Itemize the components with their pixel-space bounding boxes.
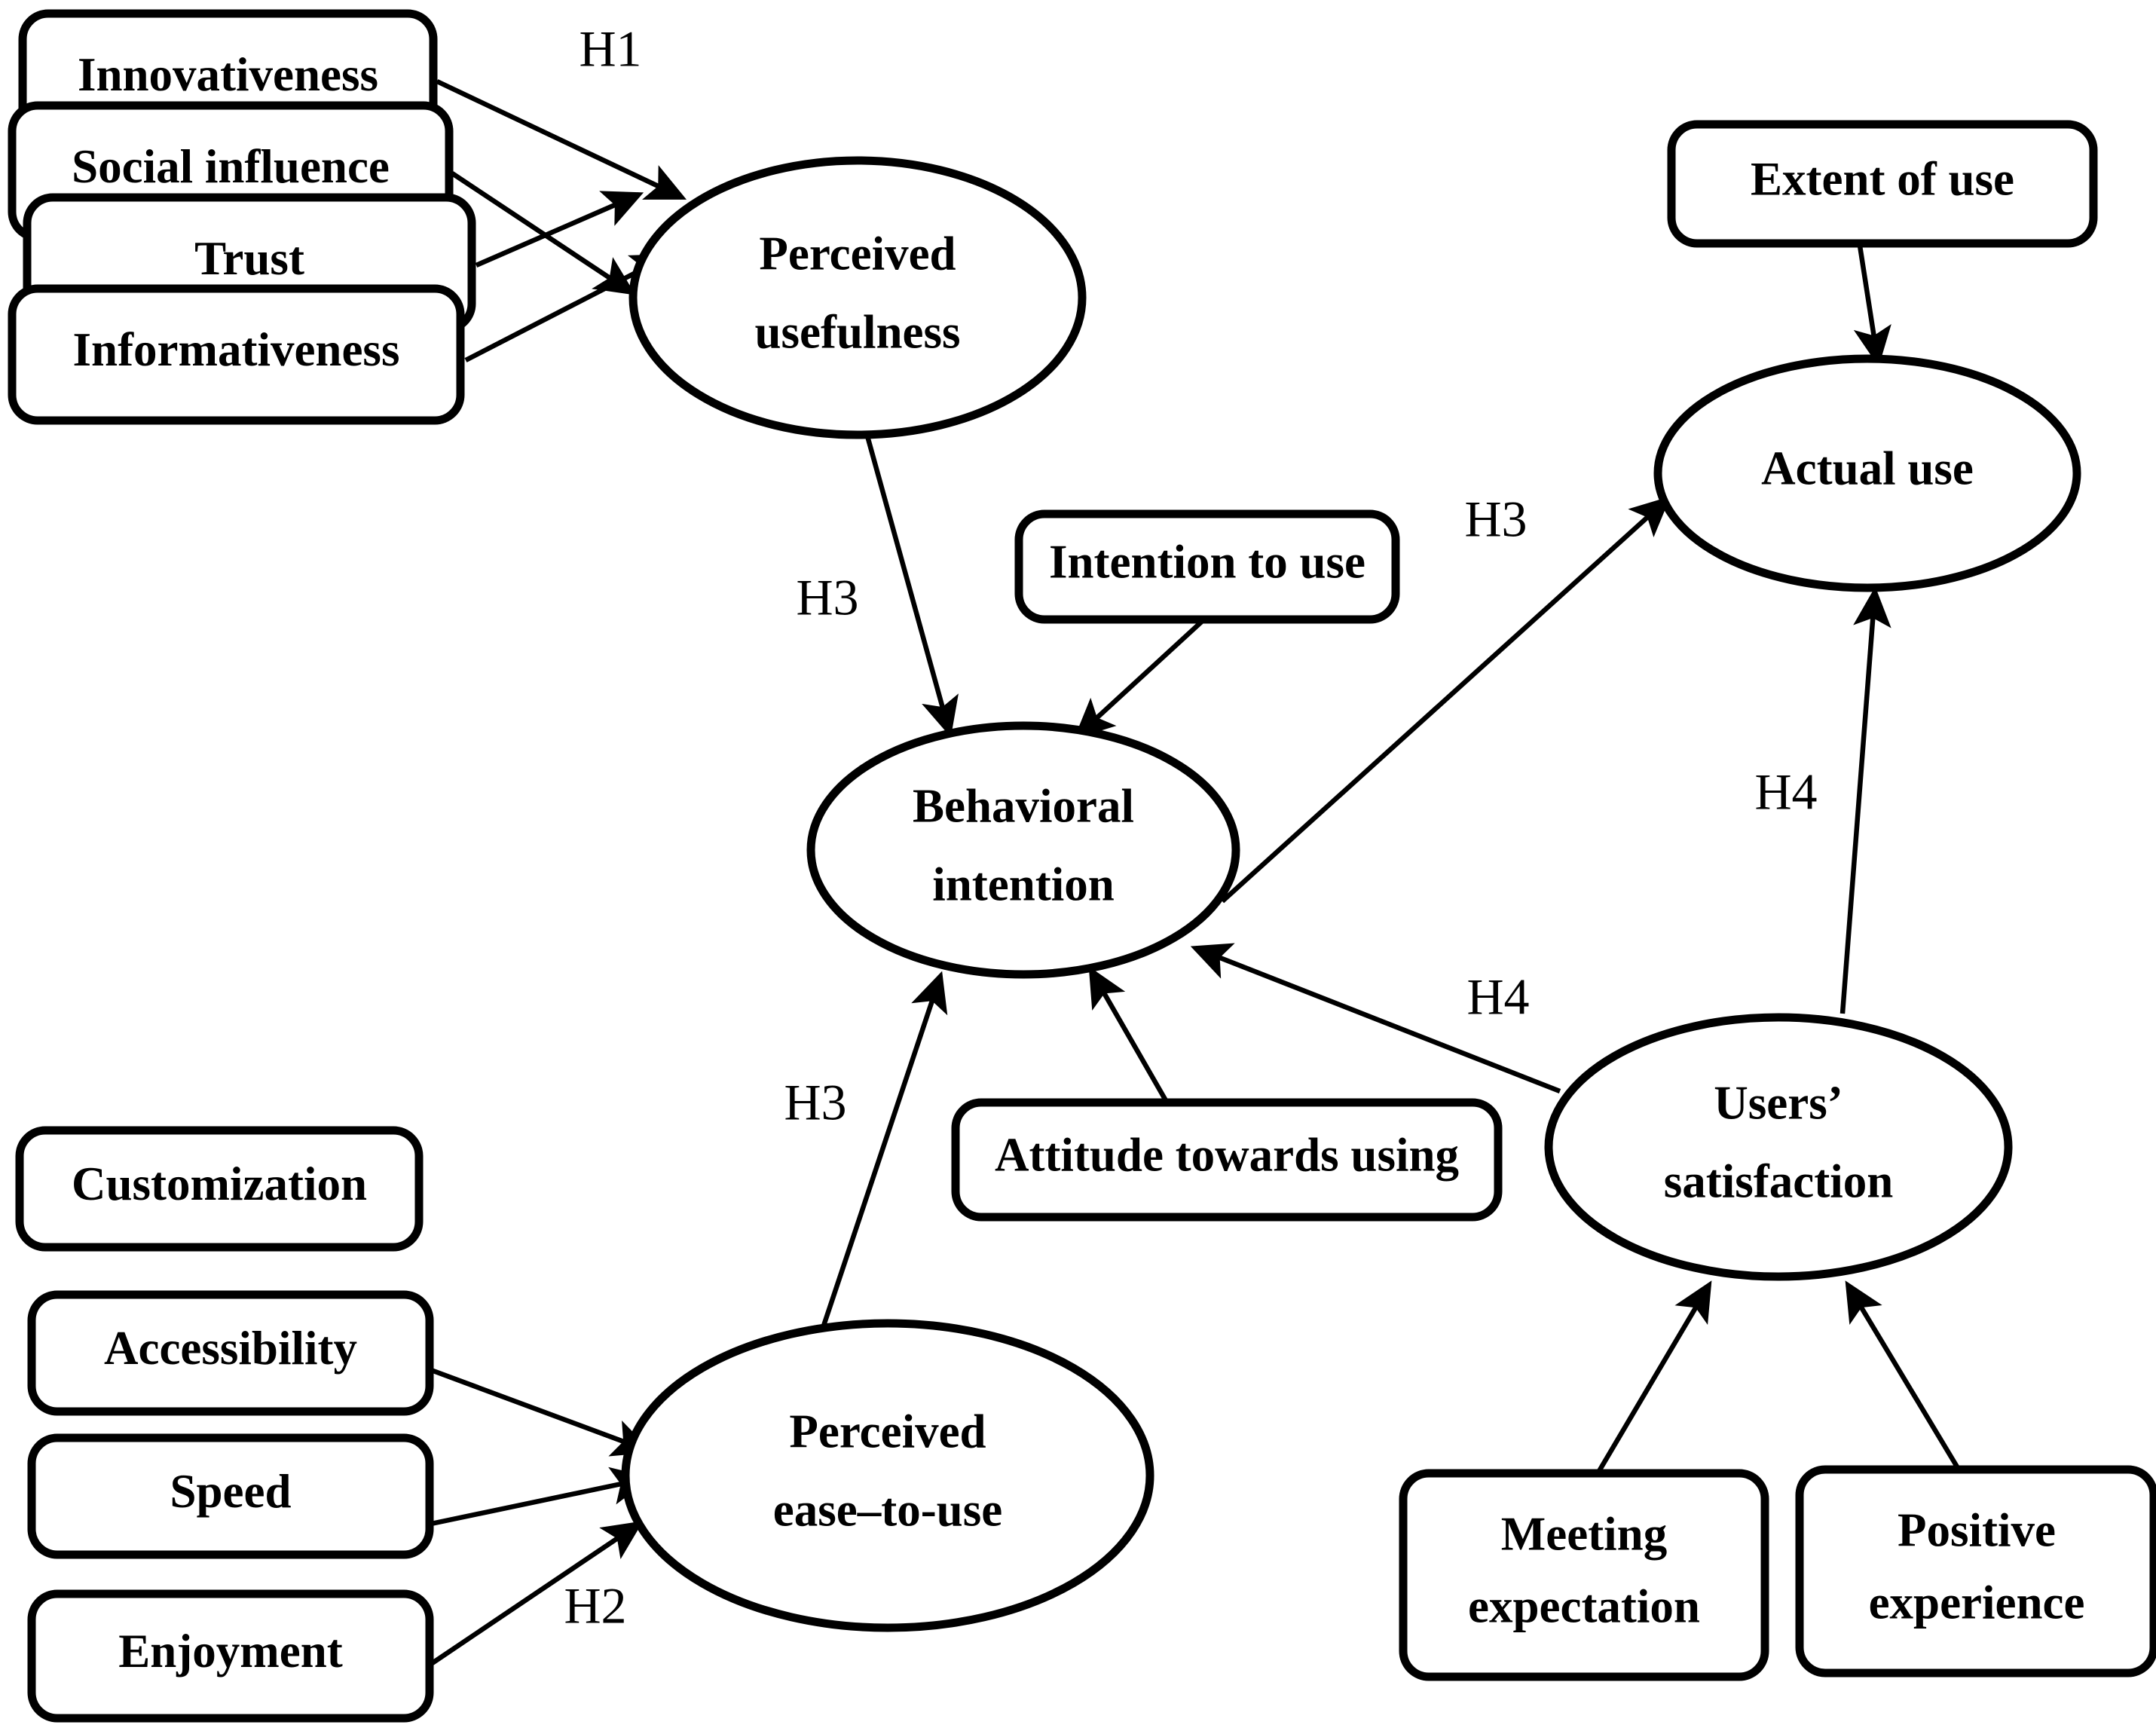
arrow-icon [1088,966,1169,1103]
ellipse-label-perceived-ease-to-use: ease–to-use [773,1483,1002,1536]
edge-accessibility-to-perceived-ease-to-use [430,1367,653,1457]
hypothesis-label-h3-ease-to-bi: H3 [784,1074,846,1131]
edge-meeting-expectation-to-users-satisfaction [1597,1280,1712,1473]
arrow-icon [1074,616,1208,739]
box-label-attitude: Attitude towards using [995,1128,1459,1181]
box-label-accessibility: Accessibility [104,1322,357,1375]
box-shape-meeting-expectation [1399,1469,1769,1681]
arrow-icon [818,971,948,1334]
ellipse-shape-behavioral-intention [806,721,1240,979]
box-label-innovativeness: Innovativeness [78,48,378,101]
ellipse-label-perceived-usefulness: usefulness [754,305,960,358]
edge-perceived-ease-to-use-to-behavioral-intention [818,971,948,1334]
arrow-icon [1190,943,1561,1094]
box-label-social-influence: Social influence [72,140,390,193]
box-label-positive-experience: Positive [1898,1503,2056,1556]
edge-attitude-to-behavioral-intention [1088,966,1169,1103]
box-label-trust: Trust [194,232,304,285]
hypothesis-label-h1-usefulness: H1 [579,20,641,78]
edge-innovativeness-to-perceived-usefulness [436,79,687,200]
edge-speed-to-perceived-ease-to-use [430,1467,652,1527]
box-label-customization: Customization [72,1158,367,1210]
box-shape-extent-of-use [1667,120,2098,248]
arrow-icon [864,433,959,738]
ellipse-shape-perceived-usefulness [628,156,1087,439]
node-ellipse-perceived-ease-to-use[interactable]: Perceived ease–to-use [621,1319,1154,1632]
ellipse-shape-perceived-ease-to-use [621,1319,1154,1632]
arrow-icon [430,1367,653,1457]
node-box-customization[interactable]: Customization [15,1126,424,1252]
arrow-icon [430,1467,652,1527]
edge-users-satisfaction-to-behavioral-intention [1190,943,1561,1094]
box-shape-positive-experience [1795,1465,2156,1678]
node-ellipse-actual-use[interactable]: Actual use [1653,354,2081,592]
box-label-intention-to-use: Intention to use [1049,535,1365,588]
node-box-accessibility[interactable]: Accessibility [27,1290,434,1416]
edges-layer [430,79,1960,1666]
arrow-icon [1839,586,1891,1014]
arrow-icon [436,79,687,200]
arrow-icon [1220,496,1671,904]
node-ellipse-users-satisfaction[interactable]: Users’ satisfaction [1544,1013,2013,1281]
hypothesis-label-h4-satisfaction-to-bi: H4 [1466,968,1529,1026]
node-box-meeting-expectation[interactable]: Meeting expectation [1399,1469,1769,1681]
edge-intention-to-use-to-behavioral-intention [1074,616,1208,739]
node-box-enjoyment[interactable]: Enjoyment [27,1589,434,1723]
hypothesis-label-h2-ease-to-use: H2 [564,1577,626,1635]
arrow-icon [475,191,644,268]
box-label-meeting-expectation: expectation [1468,1580,1700,1632]
node-ellipse-perceived-usefulness[interactable]: Perceived usefulness [628,156,1087,439]
node-box-positive-experience[interactable]: Positive experience [1795,1465,2156,1678]
hypothesis-label-h3-bi-to-actual-use: H3 [1464,491,1527,548]
box-shape-intention-to-use [1014,509,1400,624]
edge-enjoyment-to-perceived-ease-to-use [430,1521,644,1666]
box-label-extent-of-use: Extent of use [1751,152,2014,205]
ellipse-label-users-satisfaction: Users’ [1714,1076,1843,1129]
edge-social-influence-to-perceived-usefulness [451,171,636,295]
ellipse-label-users-satisfaction: satisfaction [1664,1155,1893,1207]
box-shape-attitude [951,1098,1503,1222]
box-label-informativeness: Informativeness [73,323,400,376]
hypothesis-label-h4-satisfaction-to-use: H4 [1754,763,1817,821]
edge-positive-experience-to-users-satisfaction [1845,1280,1960,1470]
ellipse-label-perceived-ease-to-use: Perceived [789,1405,986,1457]
box-shape-customization [15,1126,424,1252]
node-box-speed[interactable]: Speed [27,1433,434,1559]
ellipse-label-behavioral-intention: Behavioral [913,779,1134,832]
edge-trust-to-perceived-usefulness [475,191,644,268]
ellipse-label-behavioral-intention: intention [932,858,1115,910]
arrow-icon [1853,245,1891,367]
box-label-positive-experience: experience [1869,1576,2085,1629]
ellipse-shape-actual-use [1653,354,2081,592]
box-shape-enjoyment [27,1589,434,1723]
box-shape-accessibility [27,1290,434,1416]
node-box-informativeness[interactable]: Informativeness [8,284,465,425]
edge-users-satisfaction-to-actual-use [1839,586,1891,1014]
arrow-icon [1845,1280,1960,1470]
ellipse-label-actual-use: Actual use [1761,442,1974,494]
hypothesis-label-h3-usefulness-to-bi: H3 [796,569,858,626]
arrow-icon [1597,1280,1712,1473]
node-ellipse-behavioral-intention[interactable]: Behavioral intention [806,721,1240,979]
ellipse-shape-users-satisfaction [1544,1013,2013,1281]
edge-extent-of-use-to-actual-use [1853,245,1891,367]
node-box-intention-to-use[interactable]: Intention to use [1014,509,1400,624]
arrow-icon [451,171,636,295]
box-label-enjoyment: Enjoyment [118,1625,343,1678]
box-shape-speed [27,1433,434,1559]
arrow-icon [430,1521,644,1666]
box-label-speed: Speed [170,1465,291,1518]
box-shape-informativeness [8,284,465,425]
box-label-meeting-expectation: Meeting [1501,1507,1667,1560]
node-box-extent-of-use[interactable]: Extent of use [1667,120,2098,248]
edge-behavioral-intention-to-actual-use [1220,496,1671,904]
node-box-attitude[interactable]: Attitude towards using [951,1098,1503,1222]
edge-perceived-usefulness-to-behavioral-intention [864,433,959,738]
ellipse-label-perceived-usefulness: Perceived [759,227,956,280]
